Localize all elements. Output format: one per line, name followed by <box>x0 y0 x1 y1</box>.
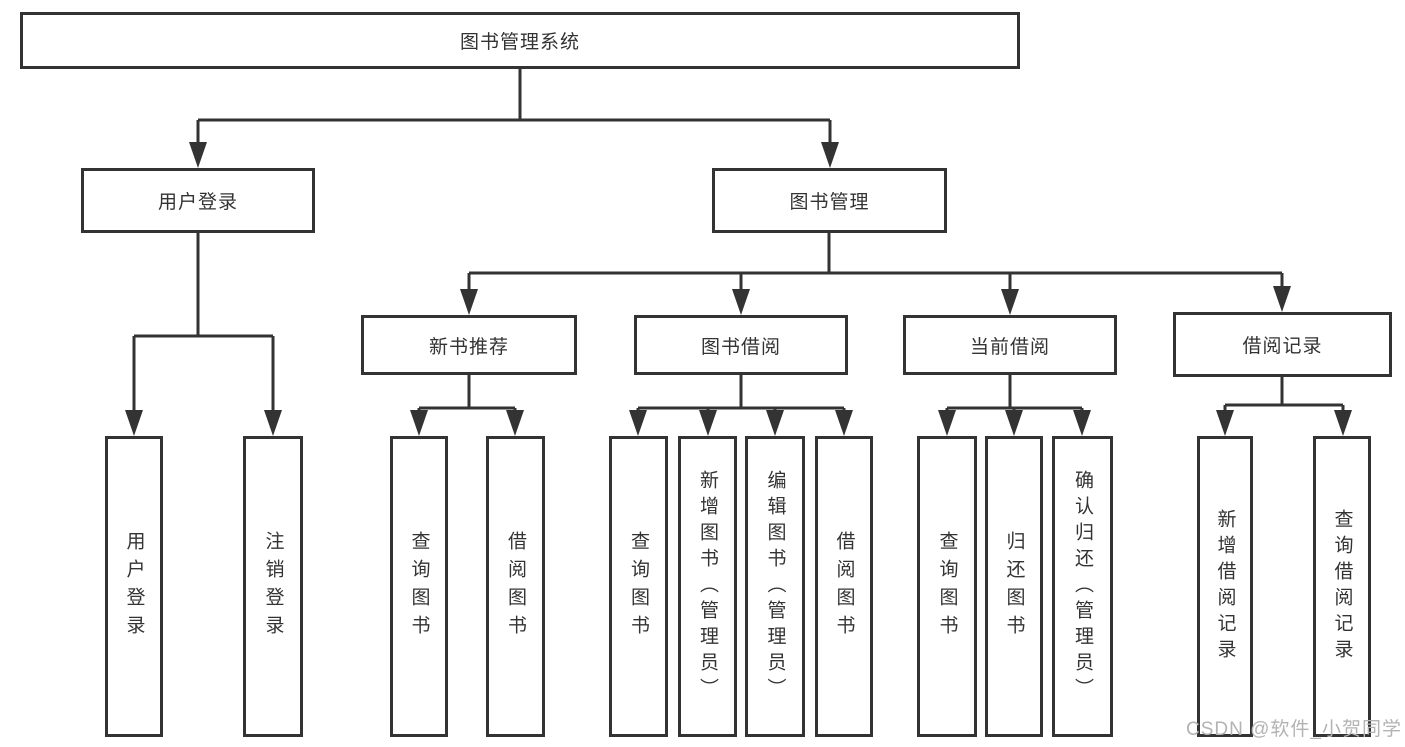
connector-borrow-record-children <box>1216 377 1352 436</box>
connector-new-book-children <box>410 375 524 436</box>
leaf-edit-books-admin: 编辑图书（管理员） <box>745 436 805 737</box>
leaf-return-books: 归还图书 <box>985 436 1043 737</box>
connector-current-borrow-children <box>938 375 1091 436</box>
leaf-borrow-books-recommend: 借阅图书 <box>486 436 545 737</box>
leaf-query-books-borrow: 查询图书 <box>609 436 668 737</box>
leaf-borrow-books: 借阅图书 <box>815 436 873 737</box>
leaf-confirm-return-admin: 确认归还（管理员） <box>1052 436 1113 737</box>
node-library-management-system: 图书管理系统 <box>20 12 1020 69</box>
connector-book-management-children <box>460 233 1291 315</box>
leaf-user-login: 用户登录 <box>105 436 163 737</box>
node-borrow-record: 借阅记录 <box>1173 312 1392 377</box>
connector-root-to-level2 <box>189 69 839 168</box>
leaf-add-borrow-record: 新增借阅记录 <box>1197 436 1253 737</box>
node-user-login-branch: 用户登录 <box>81 168 315 233</box>
leaf-logout: 注销登录 <box>243 436 303 737</box>
connector-user-login-children <box>125 233 282 436</box>
csdn-watermark: CSDN @软件_小贺同学 <box>1186 719 1402 740</box>
node-current-borrow: 当前借阅 <box>903 315 1117 375</box>
connector-book-borrow-children <box>629 375 853 436</box>
node-book-borrow: 图书借阅 <box>634 315 848 375</box>
leaf-query-books-recommend: 查询图书 <box>390 436 448 737</box>
node-book-management-branch: 图书管理 <box>712 168 947 233</box>
leaf-add-books-admin: 新增图书（管理员） <box>678 436 737 737</box>
node-new-book-recommend: 新书推荐 <box>361 315 577 375</box>
leaf-query-books-current: 查询图书 <box>917 436 977 737</box>
leaf-query-borrow-record: 查询借阅记录 <box>1313 436 1371 737</box>
